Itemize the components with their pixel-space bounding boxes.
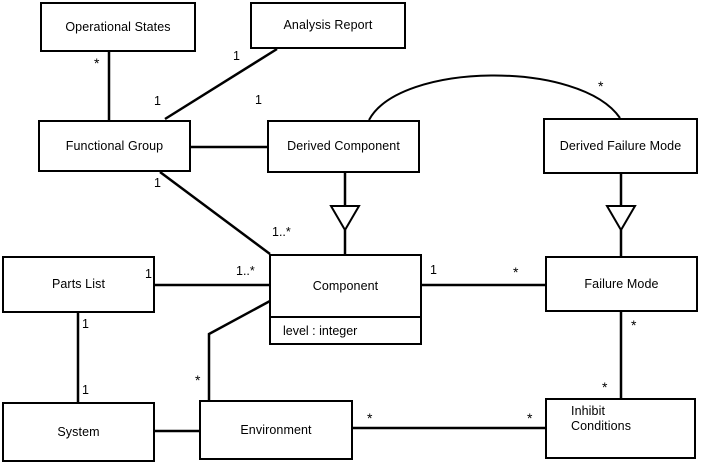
class-box-system[interactable]: System <box>2 402 155 462</box>
class-box-operational-states[interactable]: Operational States <box>40 2 196 52</box>
class-box-component[interactable]: Component level : integer <box>269 254 422 345</box>
multiplicity-component-left: 1..* <box>236 264 255 278</box>
class-box-analysis-report[interactable]: Analysis Report <box>250 2 406 49</box>
multiplicity-failure-mode-bottom: * <box>631 317 637 333</box>
class-name-derived-failure-mode: Derived Failure Mode <box>559 138 682 153</box>
multiplicity-inhibit-left: * <box>527 410 533 426</box>
class-box-parts-list[interactable]: Parts List <box>2 256 155 313</box>
class-box-environment[interactable]: Environment <box>199 400 353 460</box>
class-box-inhibit-conditions[interactable]: Inhibit Conditions <box>545 398 696 459</box>
class-name-functional-group: Functional Group <box>65 138 164 153</box>
generalization-triangle-component <box>329 205 361 232</box>
connector-functional-group-component <box>159 170 271 256</box>
class-name-inhibit-conditions: Inhibit Conditions <box>571 404 632 433</box>
multiplicity-derived-failure-mode-curve: * <box>598 78 604 94</box>
class-name-parts-list: Parts List <box>51 277 106 292</box>
multiplicity-derived-component-left: 1 <box>255 93 262 107</box>
multiplicity-component-right: 1 <box>430 263 437 277</box>
multiplicity-operational-states-end: * <box>94 55 100 71</box>
multiplicity-component-topleft: 1..* <box>272 225 291 239</box>
generalization-triangle-failure-mode <box>605 205 637 232</box>
class-name-derived-component: Derived Component <box>287 139 400 154</box>
class-name-failure-mode: Failure Mode <box>584 276 659 291</box>
class-name-component: Component <box>312 278 379 293</box>
multiplicity-environment-right: * <box>367 410 373 426</box>
class-name-analysis-report: Analysis Report <box>283 18 373 33</box>
connector-analysis-report-functional-group <box>164 47 278 121</box>
class-attribute-level: level : integer <box>271 316 420 343</box>
class-box-derived-failure-mode[interactable]: Derived Failure Mode <box>543 118 698 174</box>
class-box-functional-group[interactable]: Functional Group <box>38 120 191 172</box>
connector-component-environment <box>207 299 271 400</box>
multiplicity-parts-list-bottom: 1 <box>82 317 89 331</box>
multiplicity-environment-top: * <box>195 372 201 388</box>
multiplicity-inhibit-top: * <box>602 379 608 395</box>
class-name-operational-states: Operational States <box>65 19 171 34</box>
class-box-failure-mode[interactable]: Failure Mode <box>545 256 698 312</box>
connector-derived-component-derived-failure-mode <box>368 74 621 121</box>
class-name-environment: Environment <box>240 422 312 437</box>
class-box-derived-component[interactable]: Derived Component <box>267 120 420 173</box>
multiplicity-functional-group-top: 1 <box>154 94 161 108</box>
class-name-system: System <box>57 424 100 439</box>
multiplicity-functional-group-bottom: 1 <box>154 176 161 190</box>
multiplicity-system-top: 1 <box>82 383 89 397</box>
multiplicity-analysis-report-end: 1 <box>233 49 240 63</box>
multiplicity-failure-mode-left: * <box>513 264 519 280</box>
multiplicity-parts-list-right: 1 <box>145 267 152 281</box>
